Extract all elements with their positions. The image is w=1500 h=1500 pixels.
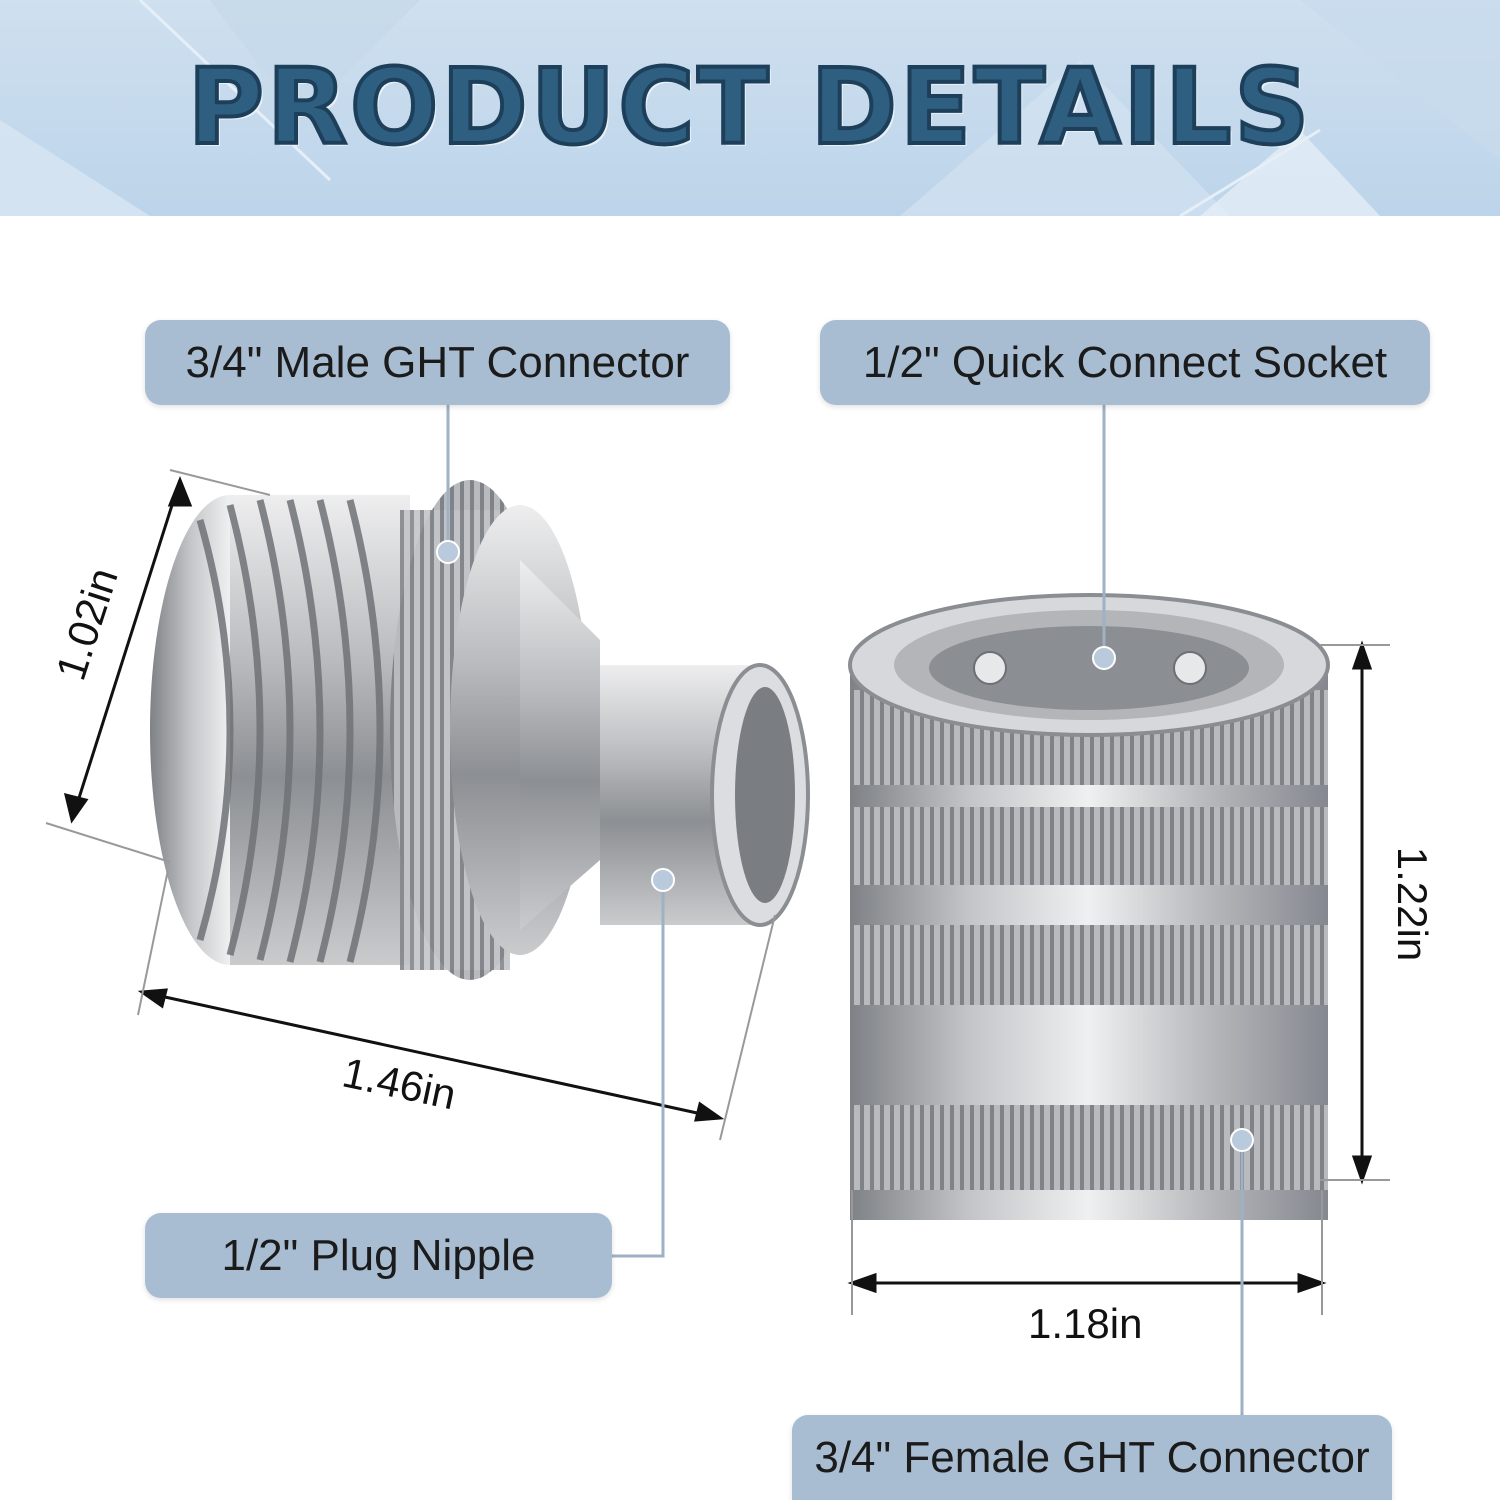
dimension-lines <box>45 469 1390 1315</box>
quick-connect-socket <box>848 593 1330 1220</box>
callout-leaders <box>446 405 1244 1418</box>
header-banner: PRODUCT DETAILS <box>0 0 1500 216</box>
label-female-ght-connector: 3/4" Female GHT Connector <box>792 1415 1392 1500</box>
label-male-ght-connector: 3/4" Male GHT Connector <box>145 320 730 405</box>
dimension-socket-width: 1.18in <box>1028 1300 1143 1347</box>
label-quick-connect-socket: 1/2" Quick Connect Socket <box>820 320 1430 405</box>
banner-pattern <box>0 0 1500 216</box>
page-title: PRODUCT DETAILS <box>186 44 1313 170</box>
plug-nipple-fitting <box>150 480 810 980</box>
label-plug-nipple: 1/2" Plug Nipple <box>145 1213 612 1298</box>
callout-dots <box>436 540 1254 1152</box>
dimension-socket-height: 1.22in <box>1389 846 1437 962</box>
